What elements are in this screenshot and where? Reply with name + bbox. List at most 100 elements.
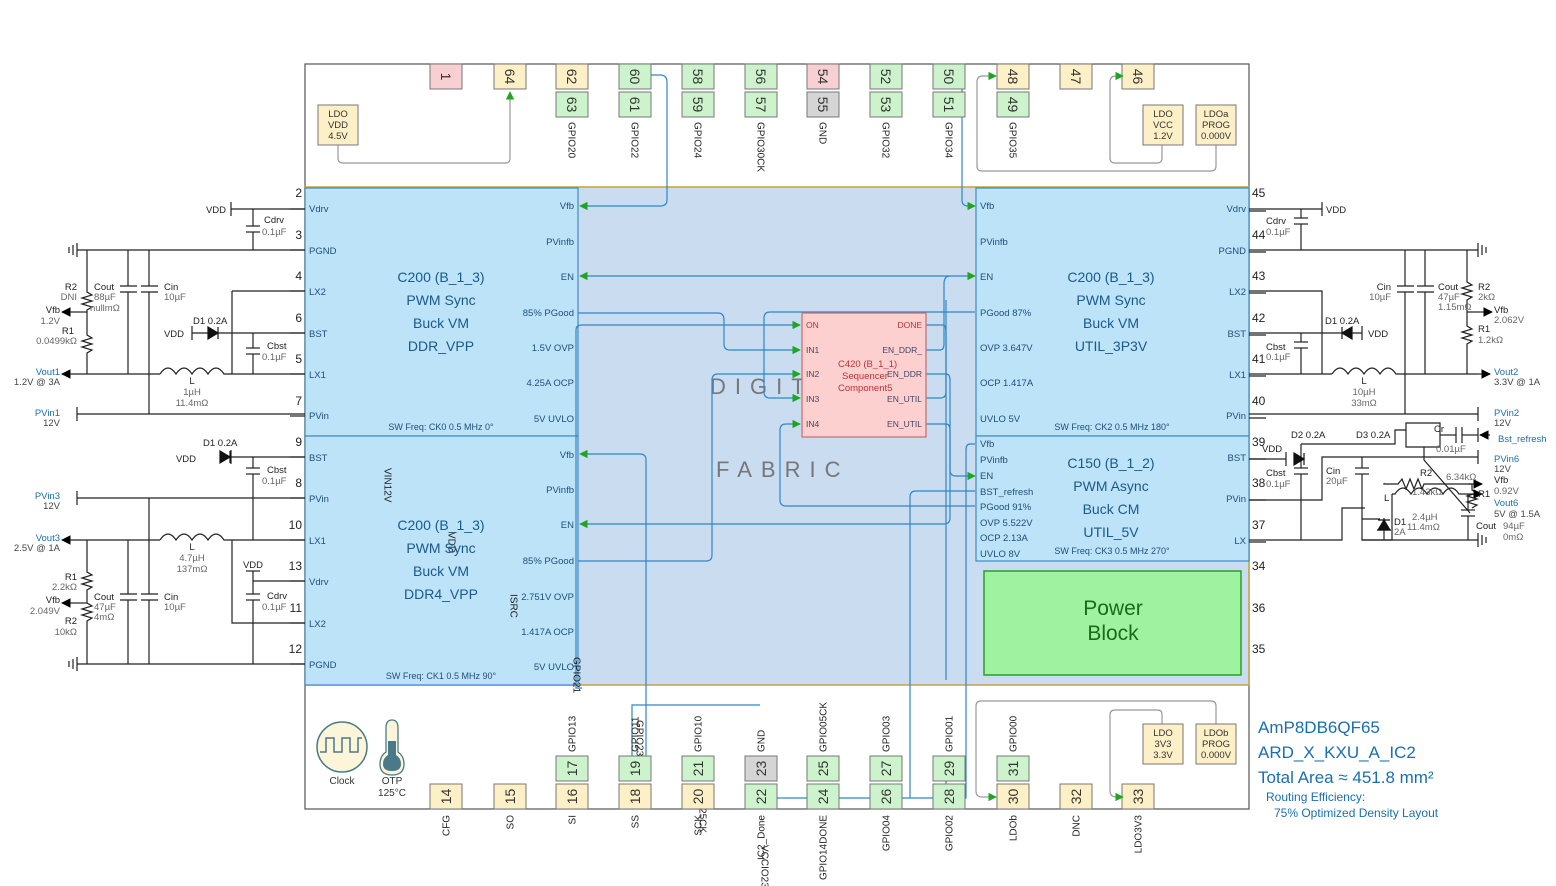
circuit-label: PVin1: [35, 408, 60, 419]
switching-frequency: SW Freq: CK2 0.5 MHz 180°: [1054, 422, 1170, 432]
block-pin-label: PVinfb: [546, 485, 574, 496]
circuit-label: 2kΩ: [1478, 292, 1495, 303]
circuit-label: Vout3: [36, 533, 60, 544]
vdd-label: VDD: [1262, 444, 1282, 455]
circuit-label: Vfb: [46, 595, 60, 606]
block-title-line: C200 (B_1_3): [397, 269, 484, 285]
circuit-label: Cin: [164, 592, 178, 603]
block-title-line: Buck VM: [413, 315, 469, 331]
pin-46[interactable]: 46VCC: [1074, 63, 1155, 886]
vdd-label: VDD: [206, 205, 226, 216]
pin-number: 61: [627, 97, 643, 113]
pin-label: GPIO00: [1009, 715, 1020, 752]
sequencer-input-label: IN3: [806, 394, 820, 404]
circuit-label: 0.92V: [1494, 486, 1519, 497]
pin-label: GPIO10: [694, 715, 705, 752]
circuit-label: 47µF: [94, 602, 116, 613]
circuit-label: 94µF: [1503, 521, 1525, 532]
pin-50[interactable]: 50GPIO33: [885, 63, 966, 886]
pin-number: 58: [690, 69, 706, 85]
circuit-label: Cin: [164, 282, 178, 293]
switching-frequency: SW Freq: CK0 0.5 MHz 0°: [388, 422, 494, 432]
block-pin-label: 5V UVLO: [534, 414, 574, 425]
block-pin-label: LX: [1234, 536, 1246, 547]
pin-number: 1: [438, 73, 454, 81]
pin-label: LDOb: [1009, 815, 1020, 842]
pin-number: 55: [815, 97, 831, 113]
circuit-label: 33mΩ: [1351, 398, 1377, 409]
pin-number: 41: [1252, 352, 1266, 366]
circuit-label: 10kΩ: [55, 627, 77, 638]
pin-number: 12: [289, 642, 303, 656]
power-block[interactable]: Power Block: [983, 570, 1242, 676]
circuit-label: R2: [65, 282, 77, 293]
block-pin-label: BST: [309, 453, 328, 464]
pin-number: 24: [815, 789, 831, 805]
block-title-line: Buck VM: [413, 563, 469, 579]
sequencer-output-label: EN_DDR: [887, 369, 922, 379]
circuit-label: 0.01µF: [1436, 444, 1466, 455]
pin-47[interactable]: 47ENABLE: [1012, 63, 1093, 886]
block-pin-label: LX1: [1229, 370, 1246, 381]
circuit-label: 2.2kΩ: [52, 582, 77, 593]
pin-number: 28: [941, 789, 957, 805]
block-pin-label: PGND: [309, 246, 337, 257]
pin-label: GPIO30CK: [755, 122, 766, 172]
ldo-text: 0.000V: [1201, 131, 1232, 142]
buck-block-ddr-vpp[interactable]: [304, 187, 579, 437]
circuit-label: Cout: [1438, 282, 1458, 293]
pin-label: VCCIO23: [759, 845, 770, 886]
pin-52[interactable]: 52GPIO31: [822, 63, 903, 886]
buck-block-ddr4-vpp[interactable]: [304, 435, 579, 686]
switching-frequency: SW Freq: CK1 0.5 MHz 90°: [386, 671, 497, 681]
pin-number: 30: [1005, 789, 1021, 805]
buck-block-util-5v[interactable]: [975, 435, 1250, 562]
pin-number: 52: [878, 69, 894, 85]
pin-48[interactable]: 48LDOa: [949, 63, 1030, 886]
buck-block-util-3p3v[interactable]: [975, 187, 1250, 437]
circuit-label: 10µF: [164, 292, 186, 303]
ldo-text: 3.3V: [1153, 750, 1173, 761]
circuit-label: 10µF: [1369, 292, 1391, 303]
